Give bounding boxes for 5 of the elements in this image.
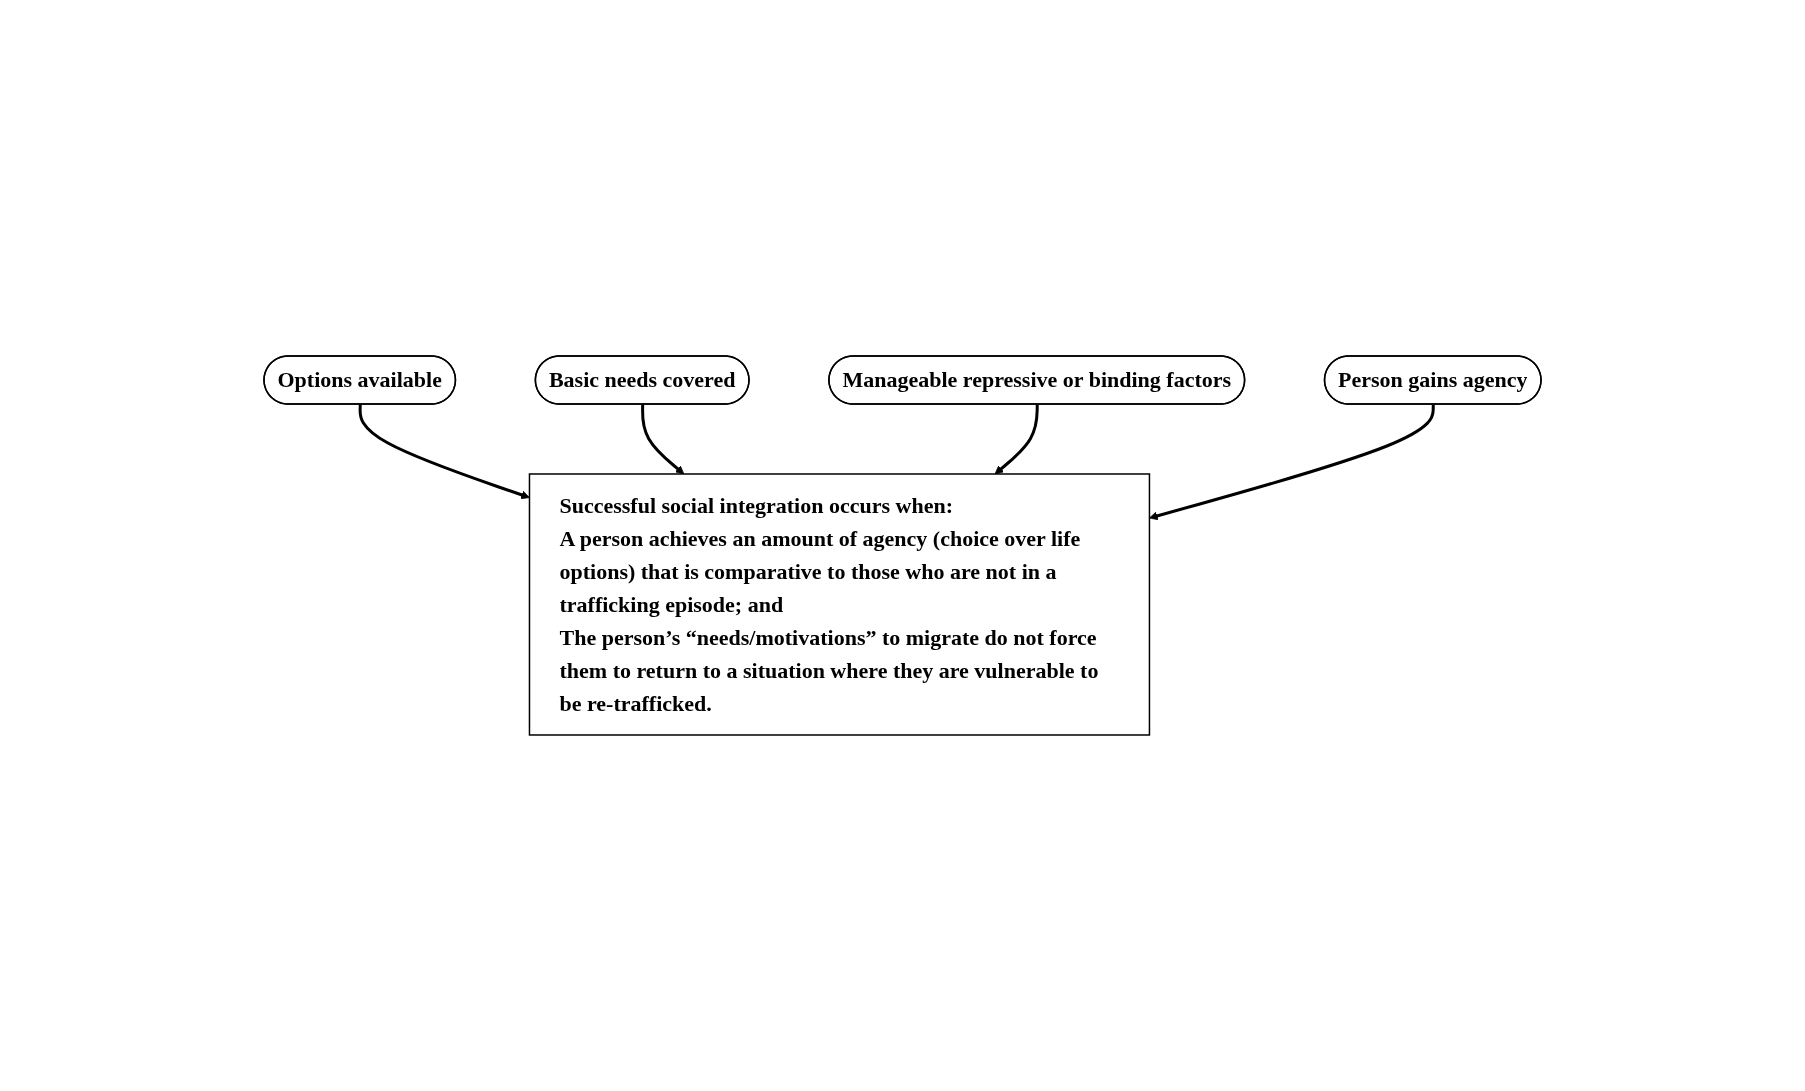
arrow	[1149, 404, 1435, 521]
arrow	[358, 404, 530, 500]
node-box: Successful social integration occurs when: A person achieves an amount of agency (choice over life options) that is comparative to those who are not in a trafficking episode; and The person’s “needs/motivations” to migrate do not force them to return to a situation where they are vulnerable to be re-trafficked.	[528, 473, 1151, 736]
arrow	[994, 404, 1039, 475]
arrow	[641, 404, 685, 475]
